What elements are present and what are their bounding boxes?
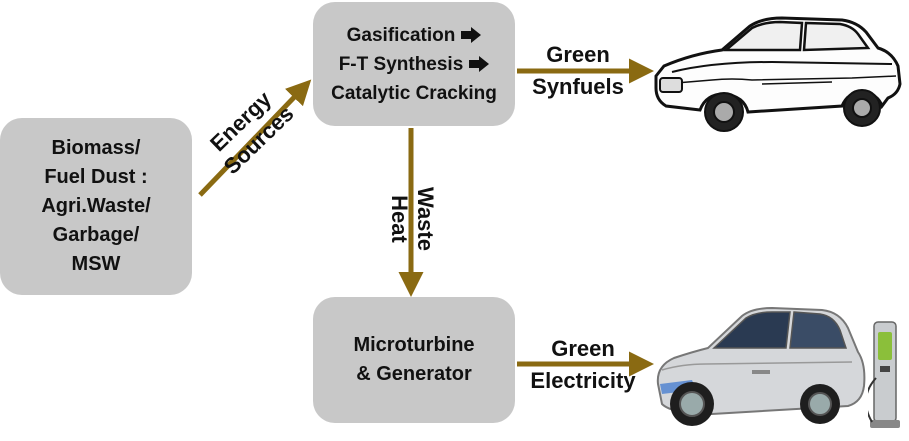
classic-car-icon <box>654 16 902 132</box>
right-arrow-icon <box>461 27 482 43</box>
process-step-ft-synthesis: F-T Synthesis <box>338 53 464 75</box>
electric-car-icon <box>656 306 866 426</box>
process-step-row: Catalytic Cracking <box>331 79 497 108</box>
biomass-line: Agri.Waste/ <box>41 195 151 217</box>
green-synfuels-label-line: Green <box>546 42 610 67</box>
green-synfuels-label: Green Synfuels <box>523 42 633 100</box>
biomass-line: Fuel Dust : <box>44 166 148 188</box>
waste-heat-label-line: Heat <box>387 195 412 243</box>
process-step-gasification: Gasification <box>346 24 456 46</box>
biomass-box: Biomass/ Fuel Dust : Agri.Waste/ Garbage… <box>0 118 192 295</box>
green-synfuels-label-line: Synfuels <box>532 74 624 99</box>
generator-line: Microturbine <box>353 334 475 356</box>
generator-box: Microturbine & Generator <box>313 297 515 423</box>
process-step-row: Gasification <box>347 21 482 50</box>
waste-heat-label-line: Waste <box>413 187 438 251</box>
process-box: Gasification F-T Synthesis Catalytic Cra… <box>313 2 515 126</box>
waste-heat-label: Waste Heat <box>386 164 438 274</box>
biomass-line: Biomass/ <box>51 137 141 159</box>
generator-line: & Generator <box>356 363 472 385</box>
biomass-line: MSW <box>71 253 121 275</box>
process-step-row: F-T Synthesis <box>339 50 490 79</box>
green-electricity-label: Green Electricity <box>518 336 648 394</box>
process-step-catalytic-cracking: Catalytic Cracking <box>331 82 497 104</box>
right-arrow-icon <box>469 56 490 72</box>
green-electricity-label-line: Electricity <box>530 368 636 393</box>
charging-station-icon <box>868 321 900 428</box>
biomass-line: Garbage/ <box>52 224 140 246</box>
green-electricity-label-line: Green <box>551 336 615 361</box>
energy-sources-arrow <box>198 79 312 197</box>
